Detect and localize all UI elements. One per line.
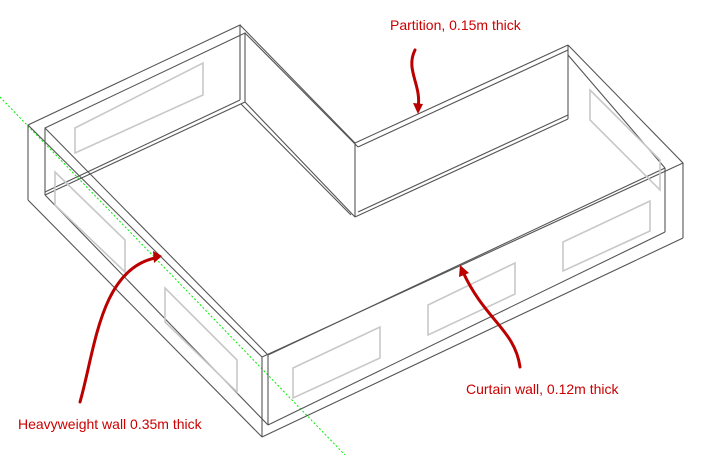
heavyweight-arrow — [78, 256, 157, 404]
windows — [54, 61, 661, 400]
heavyweight-wall-label: Heavyweight wall 0.35m thick — [18, 416, 202, 432]
walls — [27, 24, 684, 438]
annotation-arrows — [78, 48, 522, 404]
partition-label: Partition, 0.15m thick — [390, 17, 521, 33]
curtain-wall-label: Curtain wall, 0.12m thick — [466, 381, 619, 397]
partition-arrow — [410, 48, 421, 110]
guide-line — [0, 96, 346, 455]
curtain-arrow — [461, 270, 522, 369]
